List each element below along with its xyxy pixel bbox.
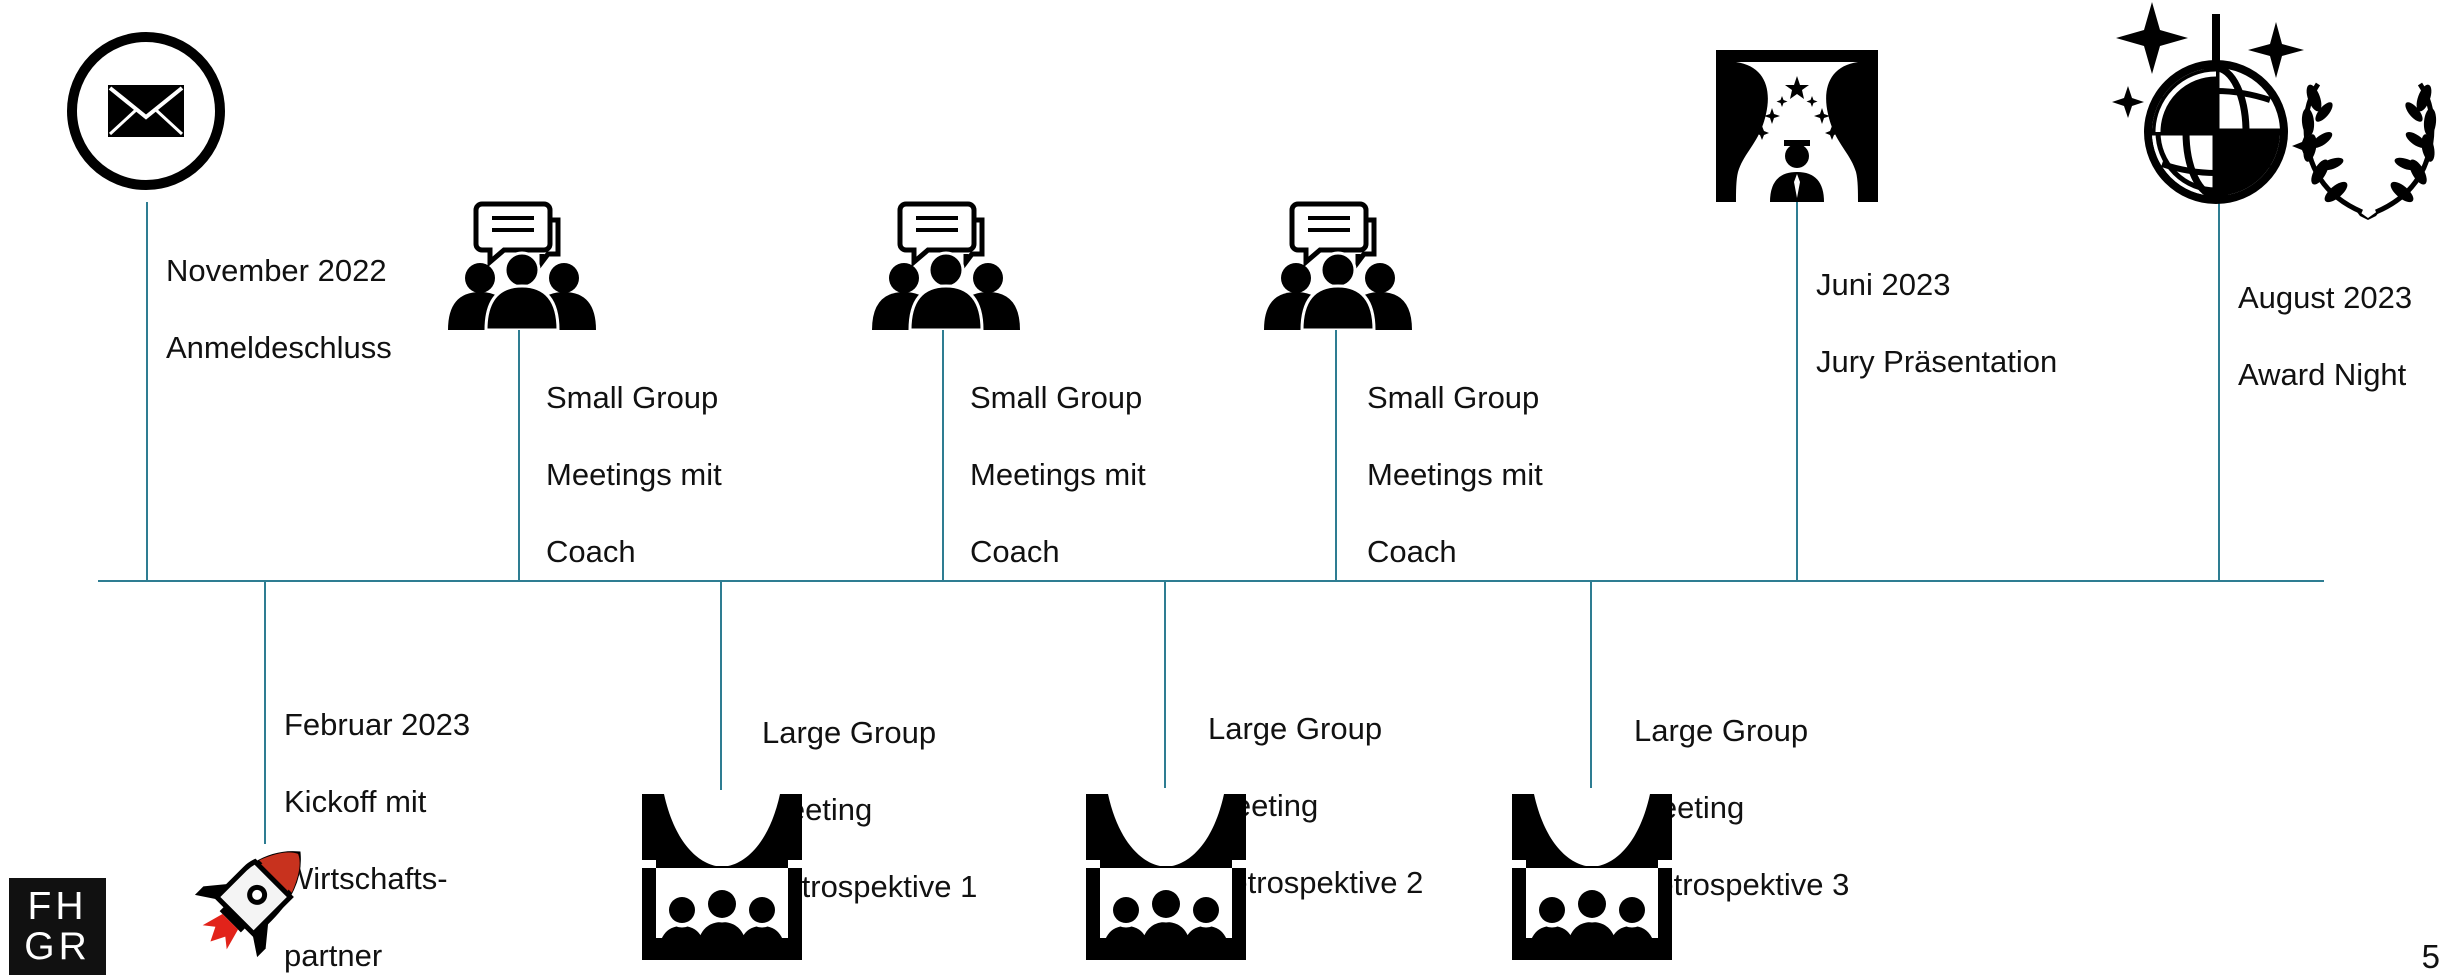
event-date: November 2022 (166, 252, 387, 288)
theater-audience-icon (642, 794, 802, 960)
timeline-connector (1164, 582, 1166, 788)
event-title: Anmeldeschluss (166, 329, 392, 365)
logo-text-top: FH (27, 884, 88, 928)
timeline-connector (942, 326, 944, 580)
event-title: Wirtschafts- (284, 860, 448, 896)
group-chat-icon (1256, 200, 1420, 330)
stage-presenter-icon (1716, 50, 1878, 202)
logo-text-bottom: GR (24, 924, 91, 968)
timeline-connector (1590, 582, 1592, 788)
event-title: Large Group (1208, 710, 1383, 746)
event-title: partner (284, 937, 383, 973)
event-title: Small Group (1367, 379, 1540, 415)
event-title: Meetings mit (1367, 456, 1543, 492)
timeline-connector (146, 202, 148, 580)
event-title: Jury Präsentation (1816, 343, 2058, 379)
timeline-connector (2218, 202, 2220, 580)
disco-ball-laurel-icon (2110, 0, 2458, 222)
timeline-connector (1796, 200, 1798, 580)
page-number: 5 (2421, 938, 2440, 975)
event-date: August 2023 (2238, 279, 2413, 315)
event-date: Juni 2023 (1816, 266, 1951, 302)
event-date: Februar 2023 (284, 706, 471, 742)
fhgr-logo: FH GR (9, 878, 106, 975)
event-title: Award Night (2238, 356, 2407, 392)
timeline-axis (98, 580, 2324, 582)
group-chat-icon (440, 200, 604, 330)
envelope-icon (66, 31, 226, 191)
event-title: Large Group (1634, 712, 1809, 748)
event-title: Small Group (546, 379, 719, 415)
event-label-jury: Juni 2023 Jury Präsentation (1816, 227, 2057, 381)
timeline-connector (1335, 326, 1337, 580)
event-label-small-group-2: Small Group Meetings mit Coach (970, 340, 1146, 571)
theater-audience-icon (1512, 794, 1672, 960)
event-label-kickoff: Februar 2023 Kickoff mit Wirtschafts- pa… (284, 667, 470, 975)
event-label-small-group-1: Small Group Meetings mit Coach (546, 340, 722, 571)
event-label-small-group-3: Small Group Meetings mit Coach (1367, 340, 1543, 571)
event-title: Coach (970, 533, 1060, 569)
event-title: Kickoff mit (284, 783, 427, 819)
event-title: Coach (546, 533, 636, 569)
group-chat-icon (864, 200, 1028, 330)
event-title: Small Group (970, 379, 1143, 415)
event-label-award-night: August 2023 Award Night (2238, 240, 2412, 394)
event-title: Large Group (762, 714, 937, 750)
event-title: Meetings mit (546, 456, 722, 492)
timeline-connector (720, 582, 722, 790)
timeline-connector (518, 326, 520, 580)
rocket-icon (190, 832, 320, 962)
event-title: Coach (1367, 533, 1457, 569)
timeline-connector (264, 582, 266, 844)
event-label-anmeldeschluss: November 2022 Anmeldeschluss (166, 213, 392, 367)
event-title: Meetings mit (970, 456, 1146, 492)
theater-audience-icon (1086, 794, 1246, 960)
